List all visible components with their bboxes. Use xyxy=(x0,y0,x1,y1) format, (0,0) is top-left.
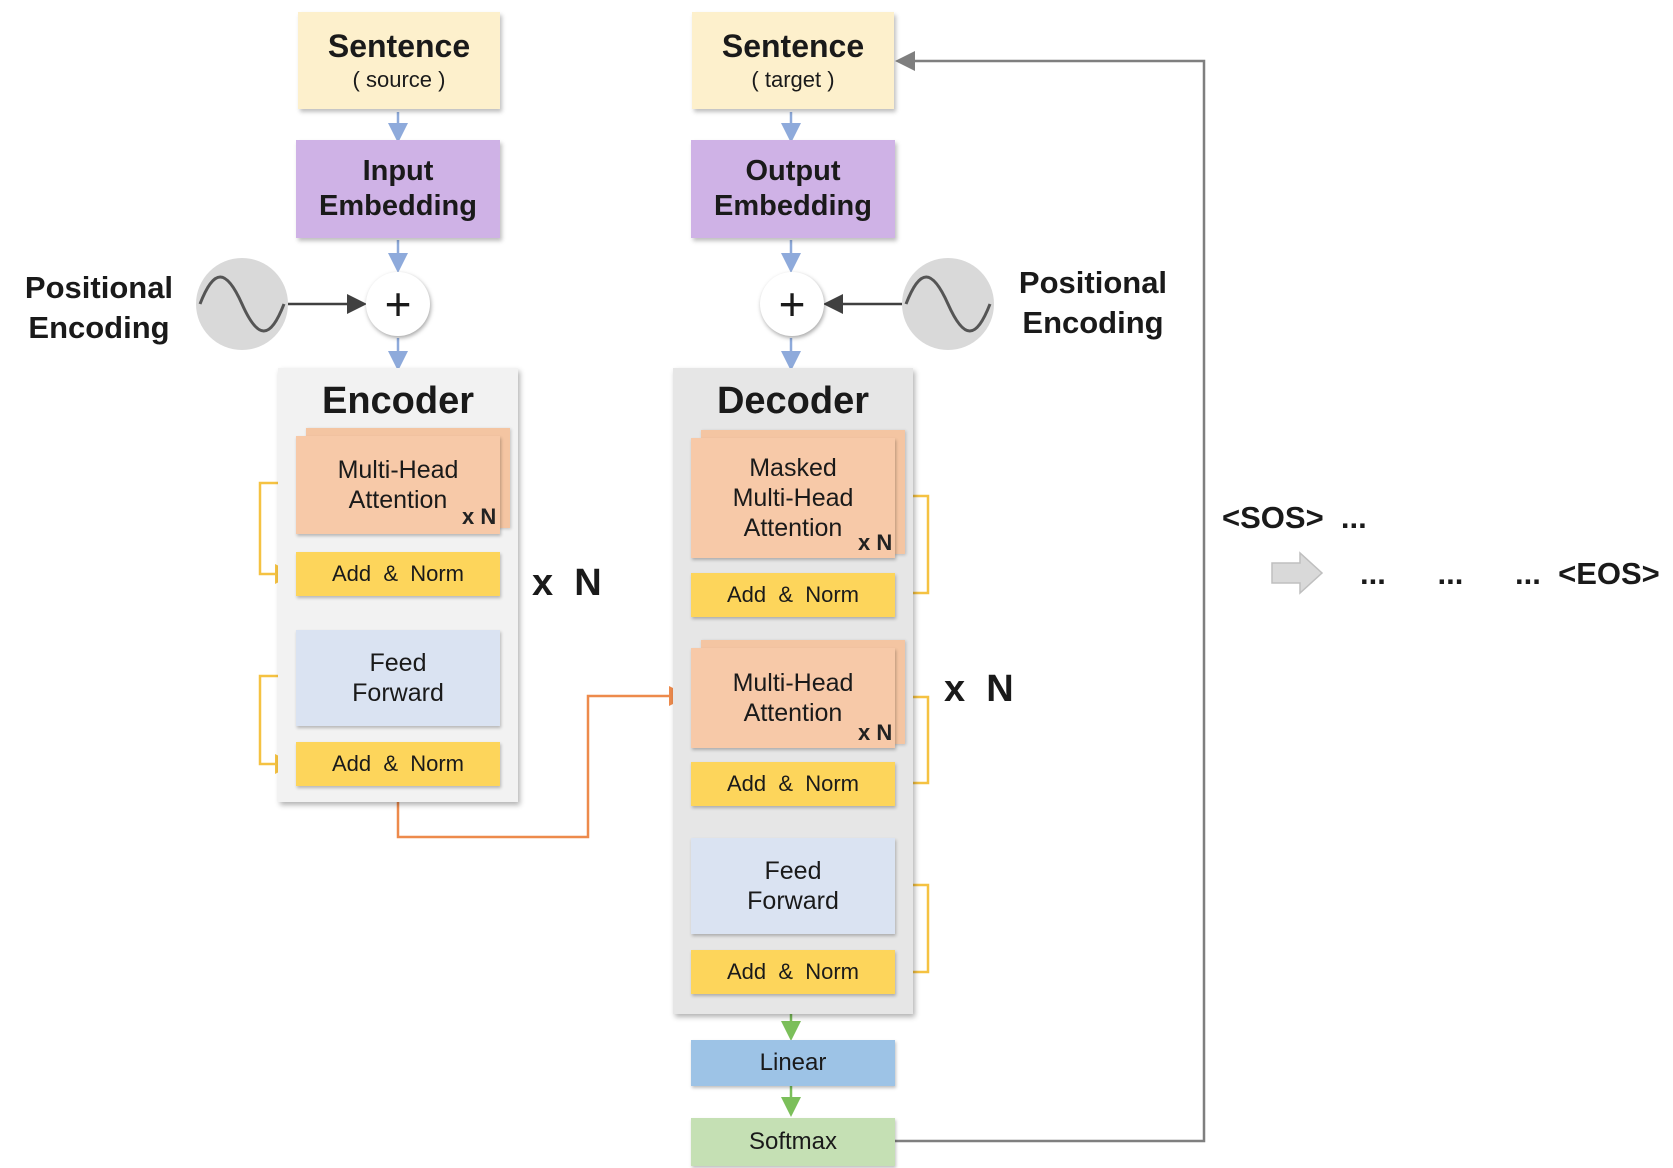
input-embedding-line2: Embedding xyxy=(319,190,477,222)
decoder-masked-attention-box: Masked Multi-Head Attention xyxy=(691,438,895,558)
decoder-add-norm-1: Add & Norm xyxy=(691,573,895,617)
encoder-attention-line1: Multi-Head xyxy=(337,456,459,484)
decoder-add-plus-icon: + xyxy=(760,272,824,336)
decoder-masked-line1: Masked xyxy=(749,454,837,482)
decoder-masked-line3: Attention xyxy=(743,514,843,542)
encoder-ff-line1: Feed xyxy=(369,649,427,677)
encoder-add-norm-2: Add & Norm xyxy=(296,742,500,786)
decoder-layer-repeat: x N xyxy=(944,668,1014,710)
output-embedding-box: Output Embedding xyxy=(691,140,895,238)
linear-box: Linear xyxy=(691,1040,895,1086)
decoder-sine-wave-icon xyxy=(902,258,994,350)
encoder-title: Encoder xyxy=(321,380,475,422)
encoder-add-plus-icon: + xyxy=(366,272,430,336)
encoder-layer-repeat: x N xyxy=(532,562,602,604)
source-sentence-box: Sentence ( source ) xyxy=(298,12,500,109)
decoder-masked-line2: Multi-Head xyxy=(732,484,854,512)
target-sentence-subtitle: ( target ) xyxy=(751,66,835,92)
encoder-add-norm-1: Add & Norm xyxy=(296,552,500,596)
encoder-sine-wave-icon xyxy=(196,258,288,350)
target-sentence-box: Sentence ( target ) xyxy=(692,12,894,109)
decoder-cross-attention-box: Multi-Head Attention xyxy=(691,648,895,748)
input-embedding-box: Input Embedding xyxy=(296,140,500,238)
output-embedding-line1: Output xyxy=(745,155,841,187)
encoder-attention-repeat: x N xyxy=(462,504,497,529)
decoder-ff-line1: Feed xyxy=(764,857,822,885)
decoder-add-norm-2: Add & Norm xyxy=(691,762,895,806)
decoder-positional-line1: Positional xyxy=(1018,265,1168,300)
decoder-add-norm-3: Add & Norm xyxy=(691,950,895,994)
encoder-positional-line2: Encoding xyxy=(28,310,170,345)
encoder-feed-forward-box: Feed Forward xyxy=(296,630,500,726)
encoder-multihead-attention-box: Multi-Head Attention xyxy=(296,436,500,534)
decoder-masked-repeat: x N xyxy=(858,530,893,555)
encoder-output-arrow xyxy=(396,686,689,839)
source-sentence-subtitle: ( source ) xyxy=(352,66,446,92)
decoder-cross-repeat: x N xyxy=(858,720,893,745)
output-embedding-line2: Embedding xyxy=(714,190,872,222)
decoder-cross-line2: Attention xyxy=(743,699,843,727)
input-embedding-line1: Input xyxy=(362,155,434,187)
decoder-title: Decoder xyxy=(716,380,870,422)
decoder-positional-line2: Encoding xyxy=(1022,305,1164,340)
target-sentence-title: Sentence xyxy=(721,27,865,64)
decoder-ff-line2: Forward xyxy=(747,887,839,915)
softmax-box: Softmax xyxy=(691,1118,895,1166)
decoder-feed-forward-box: Feed Forward xyxy=(691,838,895,934)
decoder-positional-label: Positional Encoding xyxy=(1008,263,1178,343)
decoder-cross-line1: Multi-Head xyxy=(732,669,854,697)
encoder-ff-line2: Forward xyxy=(352,679,444,707)
encoder-attention-line2: Attention xyxy=(348,486,448,514)
output-sequence-end: ... ... ... <EOS> xyxy=(1360,556,1660,591)
feedback-arrow xyxy=(892,51,1206,1143)
output-sequence-start: <SOS> ... xyxy=(1222,500,1367,535)
encoder-positional-line1: Positional xyxy=(24,270,174,305)
encoder-positional-label: Positional Encoding xyxy=(14,268,184,348)
source-sentence-title: Sentence xyxy=(327,27,471,64)
sequence-arrow-icon xyxy=(1271,551,1324,595)
